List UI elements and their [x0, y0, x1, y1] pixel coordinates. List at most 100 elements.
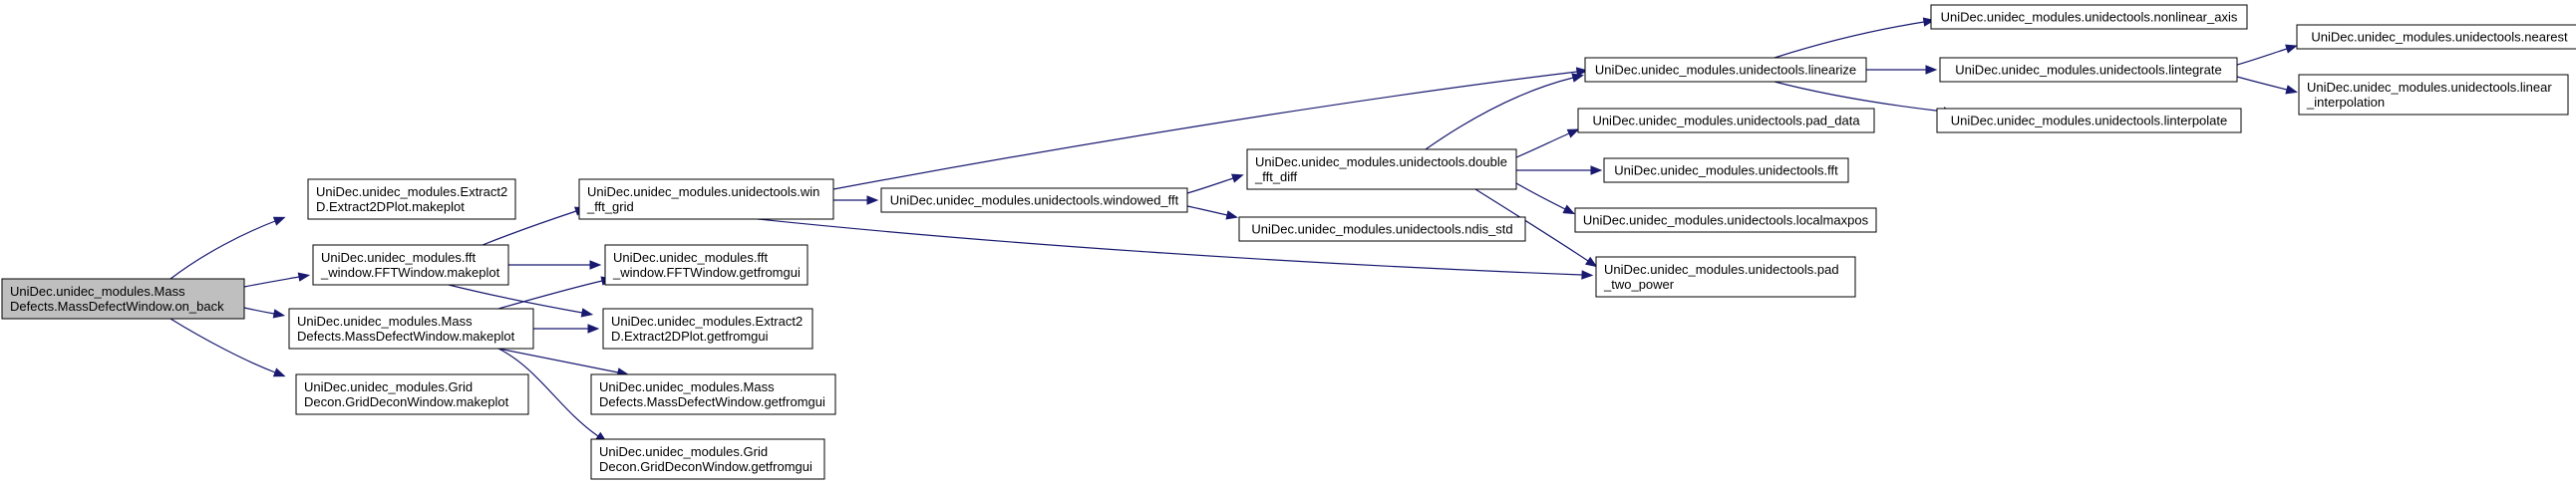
edge-arrowhead: [297, 272, 311, 282]
edge-line: [1773, 21, 1925, 59]
edge-line: [482, 210, 577, 246]
edge-arrowhead: [2285, 85, 2298, 95]
node-label: Defects.MassDefectWindow.on_back: [10, 299, 224, 314]
edge-double_fft_diff-to-pad_data: [1515, 128, 1580, 158]
node-box: [288, 308, 534, 350]
node-box: [578, 178, 834, 220]
edge-on_back-to-extract2d_makeplot: [169, 216, 286, 280]
edge-windowed_fft-to-ndis_std: [1186, 205, 1239, 220]
node-label: UniDec.unidec_modules.Grid: [599, 444, 768, 459]
node-linearize[interactable]: UniDec.unidec_modules.unidectools.linear…: [1584, 57, 1867, 83]
node-pad_two_power[interactable]: UniDec.unidec_modules.unidectools.pad_tw…: [1595, 256, 1856, 298]
edge-lintegrate-to-nearest: [2236, 44, 2298, 66]
node-label: _window.FFTWindow.getfromgui: [612, 265, 801, 280]
edge-arrowhead: [587, 324, 600, 334]
edge-arrowhead: [1581, 270, 1594, 280]
node-label: UniDec.unidec_modules.Grid: [304, 379, 473, 394]
node-fft[interactable]: UniDec.unidec_modules.unidectools.fft: [1603, 157, 1849, 183]
node-fft_getfromgui[interactable]: UniDec.unidec_modules.fft_window.FFTWind…: [604, 244, 808, 286]
edge-line: [243, 276, 300, 288]
node-label: UniDec.unidec_modules.Mass: [599, 379, 775, 394]
edge-line: [832, 71, 1578, 190]
edge-line: [1515, 132, 1570, 158]
node-label: UniDec.unidec_modules.unidectools.linteg…: [1955, 63, 2221, 78]
edge-arrowhead: [1584, 256, 1598, 268]
node-label: UniDec.unidec_modules.unidectools.ndis_s…: [1251, 222, 1512, 237]
node-box: [295, 373, 529, 415]
node-extract2d_getfromgui[interactable]: UniDec.unidec_modules.Extract2D.Extract2…: [602, 308, 813, 350]
node-win_fft_grid[interactable]: UniDec.unidec_modules.unidectools.win_ff…: [578, 178, 834, 220]
edge-arrowhead: [1225, 210, 1239, 220]
node-windowed_fft[interactable]: UniDec.unidec_modules.unidectools.window…: [880, 187, 1188, 213]
node-massdefect_makeplot[interactable]: UniDec.unidec_modules.MassDefects.MassDe…: [288, 308, 534, 350]
call-graph-nodes: UniDec.unidec_modules.MassDefects.MassDe…: [1, 4, 2576, 480]
node-label: _window.FFTWindow.makeplot: [320, 265, 500, 280]
node-box: [312, 244, 509, 286]
node-label: UniDec.unidec_modules.unidectools.neares…: [2311, 30, 2568, 45]
node-box: [1, 278, 245, 320]
node-box: [590, 373, 836, 415]
node-label: UniDec.unidec_modules.unidectools.double: [1255, 154, 1507, 169]
node-lintegrate[interactable]: UniDec.unidec_modules.unidectools.linteg…: [1939, 57, 2238, 83]
node-label: D.Extract2DPlot.makeplot: [316, 199, 465, 214]
edge-line: [497, 348, 599, 437]
edge-line: [2236, 76, 2288, 91]
edge-line: [757, 218, 1583, 276]
edge-line: [1186, 177, 1234, 194]
edge-double_fft_diff-to-localmaxpos: [1515, 182, 1576, 215]
node-box: [590, 438, 825, 480]
edge-line: [1515, 182, 1566, 210]
node-massdefect_getfromgui[interactable]: UniDec.unidec_modules.MassDefects.MassDe…: [590, 373, 836, 415]
edge-line: [169, 318, 276, 373]
node-fft_makeplot[interactable]: UniDec.unidec_modules.fft_window.FFTWind…: [312, 244, 509, 286]
edge-line: [243, 307, 275, 315]
node-label: UniDec.unidec_modules.unidectools.linear: [2307, 80, 2552, 95]
edge-line: [497, 280, 603, 310]
node-ndis_std[interactable]: UniDec.unidec_modules.unidectools.ndis_s…: [1238, 216, 1526, 242]
node-label: _fft_diff: [1254, 169, 1298, 184]
edge-double_fft_diff-to-fft: [1515, 165, 1603, 175]
node-box: [880, 187, 1188, 213]
node-label: UniDec.unidec_modules.unidectools.nonlin…: [1941, 10, 2238, 25]
edge-arrowhead: [580, 308, 594, 318]
edge-line: [497, 348, 619, 373]
call-graph-edges: [169, 17, 2298, 443]
node-nonlinear_axis[interactable]: UniDec.unidec_modules.unidectools.nonlin…: [1930, 4, 2248, 30]
edge-line: [1186, 205, 1228, 216]
node-box: [1584, 57, 1867, 83]
node-linterpolate[interactable]: UniDec.unidec_modules.unidectools.linter…: [1936, 108, 2242, 133]
node-box: [604, 244, 808, 286]
edge-win_fft_grid-to-linearize: [832, 67, 1589, 190]
node-box: [1930, 4, 2248, 30]
node-box: [1936, 108, 2242, 133]
edge-double_fft_diff-to-pad_two_power: [1474, 188, 1598, 268]
edge-linearize-to-nonlinear_axis: [1773, 17, 1936, 59]
node-label: UniDec.unidec_modules.unidectools.pad_da…: [1592, 114, 1860, 128]
node-linear_interpolation[interactable]: UniDec.unidec_modules.unidectools.linear…: [2298, 74, 2569, 116]
edge-win_fft_grid-to-windowed_fft: [833, 195, 879, 205]
node-nearest[interactable]: UniDec.unidec_modules.unidectools.neares…: [2296, 24, 2576, 50]
node-label: UniDec.unidec_modules.unidectools.fft: [1614, 163, 1838, 178]
edge-arrowhead: [1925, 65, 1938, 75]
node-extract2d_makeplot[interactable]: UniDec.unidec_modules.Extract2D.Extract2…: [307, 178, 516, 220]
node-label: UniDec.unidec_modules.Mass: [297, 314, 473, 329]
node-label: UniDec.unidec_modules.fft: [613, 250, 769, 265]
node-griddecon_makeplot[interactable]: UniDec.unidec_modules.GridDecon.GridDeco…: [295, 373, 529, 415]
edge-arrowhead: [2285, 44, 2298, 54]
node-box: [1577, 108, 1875, 133]
node-pad_data[interactable]: UniDec.unidec_modules.unidectools.pad_da…: [1577, 108, 1875, 133]
edge-arrowhead: [1566, 128, 1580, 138]
edge-arrowhead: [272, 216, 286, 226]
node-double_fft_diff[interactable]: UniDec.unidec_modules.unidectools.double…: [1246, 148, 1517, 190]
node-label: Decon.GridDeconWindow.getfromgui: [599, 459, 812, 474]
edge-fft_makeplot-to-extract2d_getfromgui: [448, 284, 594, 318]
edge-arrowhead: [1575, 67, 1589, 77]
node-label: Defects.MassDefectWindow.getfromgui: [599, 394, 825, 409]
node-griddecon_getfromgui[interactable]: UniDec.unidec_modules.GridDecon.GridDeco…: [590, 438, 825, 480]
node-label: _interpolation: [2306, 95, 2385, 110]
edge-windowed_fft-to-double_fft_diff: [1186, 173, 1244, 194]
edge-arrowhead: [1230, 173, 1244, 183]
node-localmaxpos[interactable]: UniDec.unidec_modules.unidectools.localm…: [1574, 207, 1877, 233]
edge-line: [1425, 77, 1574, 150]
edge-arrowhead: [1562, 204, 1576, 215]
